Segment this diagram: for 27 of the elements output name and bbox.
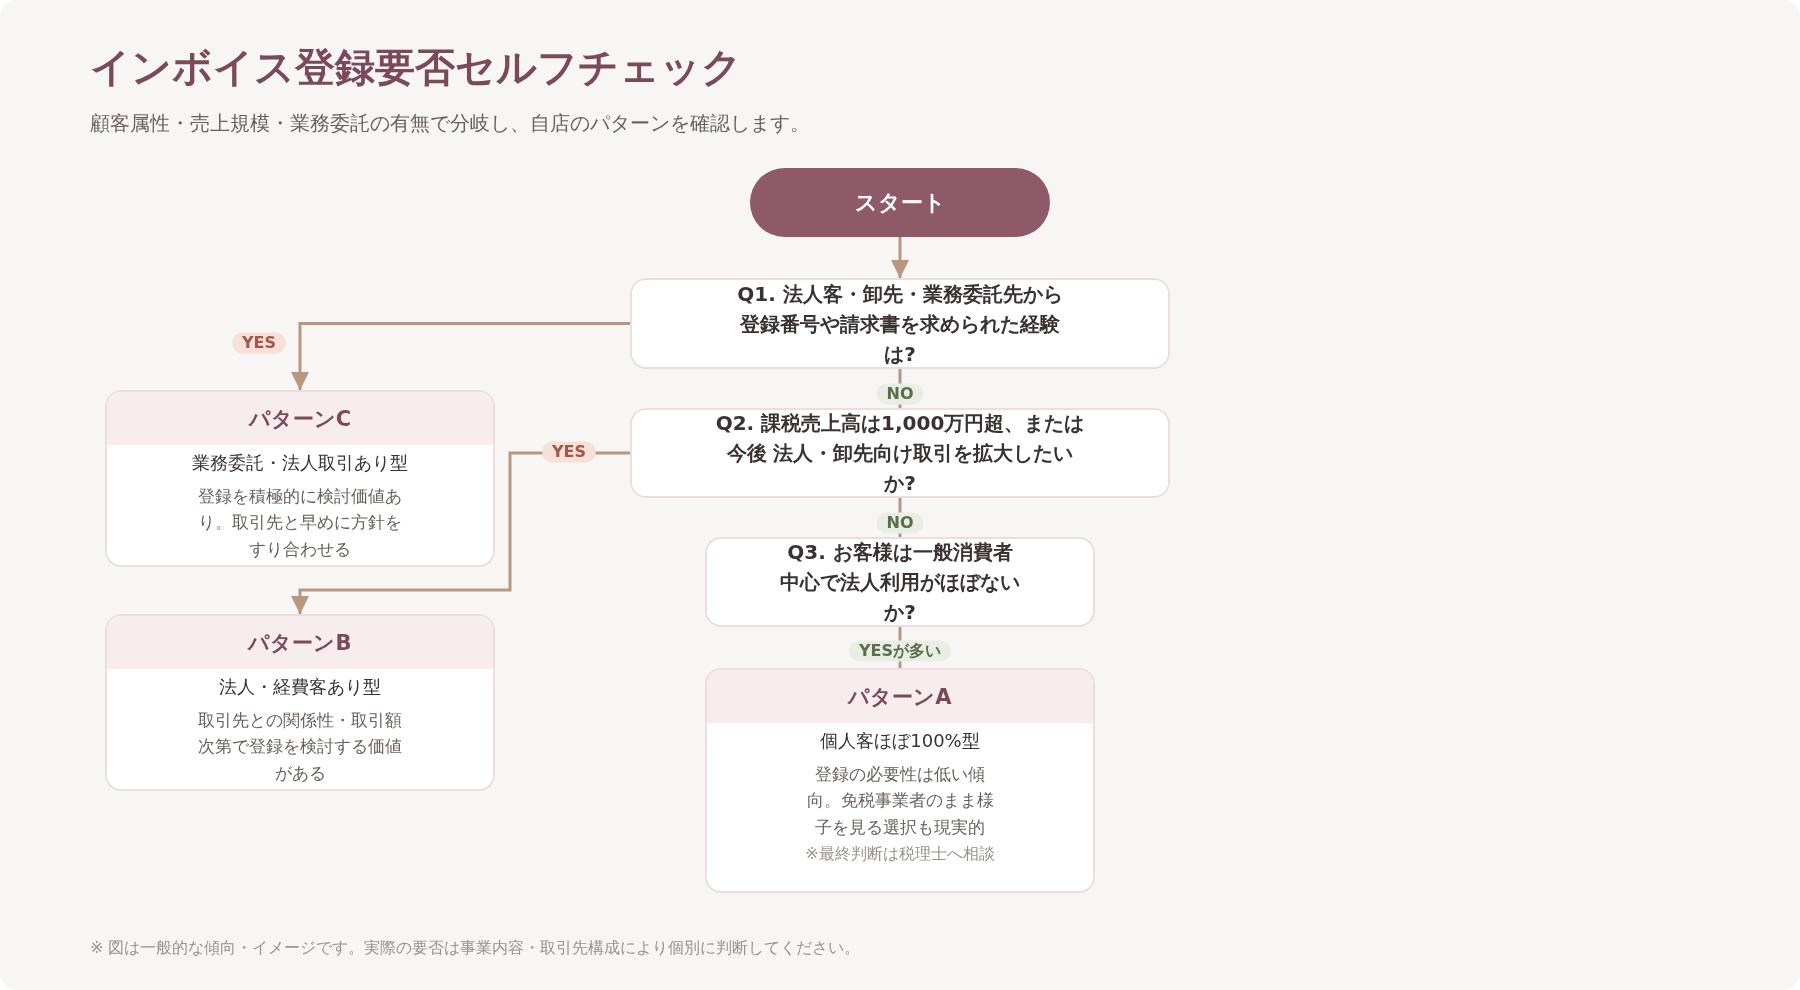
card-heading: パターンC	[107, 392, 493, 445]
connector-arrow	[291, 451, 630, 614]
card-description: 登録の必要性は低い傾向。免税事業者のまま様子を見る選択も現実的	[805, 763, 995, 839]
card-subtitle: 法人・経費客あり型	[219, 675, 381, 699]
start-label: スタート	[854, 188, 946, 217]
card-description: 登録を積極的に検討価値あり。取引先と早めに方針をすり合わせる	[197, 485, 403, 561]
decision-box	[630, 278, 1170, 369]
connector-arrow	[891, 237, 909, 278]
result-card	[105, 390, 495, 567]
card-heading: パターンA	[707, 670, 1093, 723]
title: インボイス登録要否セルフチェック	[90, 42, 742, 92]
card-description: 取引先との関係性・取引額次第で登録を検討する価値がある	[197, 709, 403, 785]
card-subtitle: 業務委託・法人取引あり型	[192, 451, 408, 475]
decision-box	[630, 408, 1170, 498]
footnote: ※ 図は一般的な傾向・イメージです。実際の要否は事業内容・取引先構成により個別に判断してください。	[90, 938, 861, 959]
question-text: Q3. お客様は一般消費者中心で法人利用がほぼないか?	[779, 539, 1021, 625]
edge-label: YESが多い	[849, 640, 951, 662]
card-note: ※最終判断は税理士へ相談	[805, 844, 995, 866]
question-text: Q2. 課税売上高は1,000万円超、または今後 法人・卸先向け取引を拡大したいか?	[714, 410, 1086, 496]
decision-box	[705, 537, 1095, 627]
result-card	[105, 614, 495, 791]
card-heading: パターンB	[107, 616, 493, 669]
card-subtitle: 個人客ほぼ100%型	[820, 729, 980, 753]
question-text: Q1. 法人客・卸先・業務委託先から登録番号や請求書を求められた経験は?	[736, 280, 1064, 367]
result-card	[705, 668, 1095, 893]
connector-arrow	[291, 322, 630, 390]
subtitle: 顧客属性・売上規模・業務委託の有無で分岐し、自店のパターンを確認します。	[90, 110, 810, 137]
